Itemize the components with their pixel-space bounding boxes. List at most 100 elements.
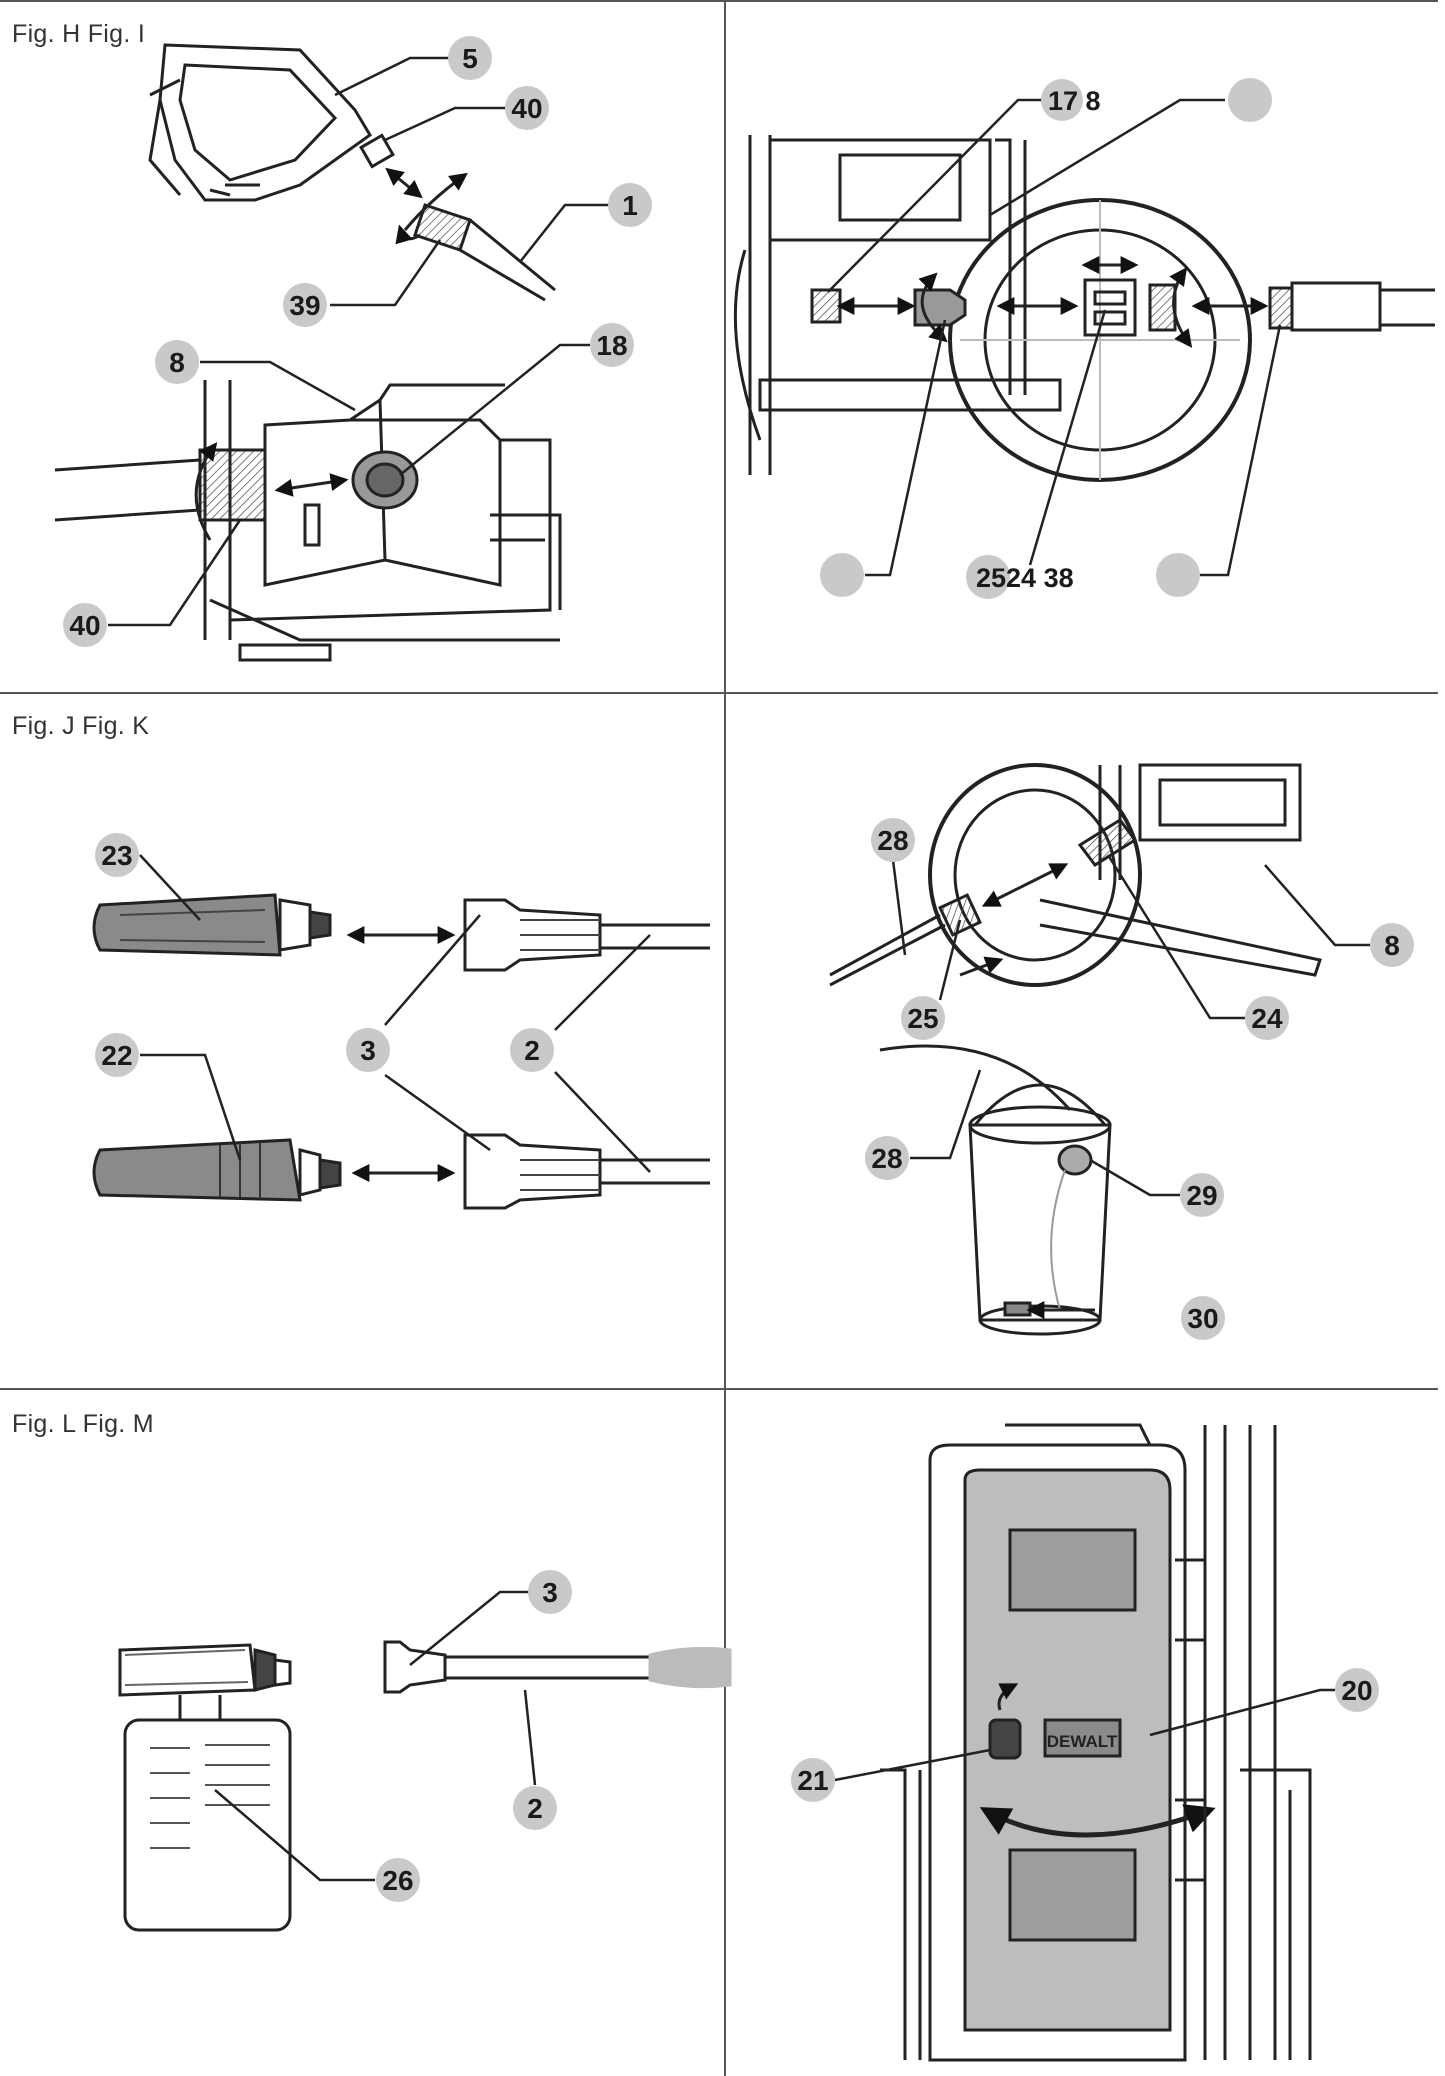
axle-bar (758, 378, 1062, 412)
svg-text:30: 30 (1187, 1303, 1218, 1334)
hose-thread-i (1268, 286, 1294, 330)
callout-h-1: 1 (519, 183, 652, 263)
callout-l-2: 2 (513, 1689, 557, 1830)
callout-i-25 (820, 319, 947, 597)
swing-arrow (979, 1804, 1216, 1838)
panel-window-bottom (1008, 1848, 1137, 1942)
fig-k-drawing (829, 763, 1322, 1336)
svg-text:3: 3 (360, 1035, 376, 1066)
callout-h-5: 5 (334, 36, 492, 97)
svg-text:8: 8 (169, 347, 185, 378)
svg-text:18: 18 (596, 330, 627, 361)
brand-badge (1043, 1718, 1122, 1758)
hose-coupler-i (1290, 281, 1382, 332)
fig-m-drawing (880, 1423, 1312, 2062)
svg-text:28: 28 (871, 1143, 902, 1174)
callout-i-8 (989, 78, 1272, 217)
callout-i-17: 17 8 (827, 79, 1101, 293)
drain-fitting-25 (938, 893, 982, 937)
hose-40 (54, 458, 202, 522)
foam-bottle-26 (123, 1718, 292, 1932)
callout-m-20: 20 (1149, 1668, 1379, 1737)
svg-text:40: 40 (69, 610, 100, 641)
machine-outer-frame (928, 1443, 1187, 2062)
svg-text:1: 1 (622, 190, 638, 221)
svg-text:5: 5 (462, 43, 478, 74)
drain-hose-28b (879, 1044, 1072, 1111)
callout-j-23: 23 (95, 833, 201, 921)
nozzle-22 (92, 1138, 302, 1202)
latch-21 (988, 1718, 1022, 1760)
horizontal-divider-top (0, 0, 1438, 2)
svg-text:2: 2 (527, 1793, 543, 1824)
frame-rail (748, 135, 772, 475)
callout-h-18: 18 (399, 323, 634, 476)
strainer-30 (1003, 1301, 1032, 1317)
panel-window-top (1008, 1528, 1137, 1612)
callout-l-3: 3 (409, 1570, 572, 1666)
callout-k-29: 29 (1089, 1158, 1224, 1217)
caption-fig-l-m: Fig. L Fig. M (12, 1410, 154, 1438)
lance-tube-l (445, 1655, 650, 1680)
callout-k-28b: 28 (865, 1069, 982, 1180)
callout-l-26: 26 (214, 1789, 420, 1902)
drain-hose-28 (829, 913, 946, 987)
lance-tube-bottom (600, 1158, 710, 1185)
horizontal-divider-1 (0, 692, 1438, 694)
pump-sight (303, 503, 321, 547)
svg-text:40: 40 (511, 93, 542, 124)
callout-i-1 (1156, 324, 1282, 597)
svg-text:2: 2 (524, 1035, 540, 1066)
fig-l-drawing (118, 1640, 732, 1932)
caption-fig-j-k: Fig. J Fig. K (12, 712, 150, 740)
valve-24 (1077, 817, 1138, 868)
callout-k-8: 8 (1264, 864, 1414, 967)
spray-gun-grip-opening (178, 63, 338, 182)
svg-text:39: 39 (289, 290, 320, 321)
wheel-k (928, 763, 1142, 987)
svg-text:3: 3 (542, 1577, 558, 1608)
lance-coupling-l (383, 1640, 447, 1694)
hose-coupling (198, 448, 267, 522)
lance-coupling-top (463, 898, 602, 972)
axle-k (1039, 898, 1322, 977)
nozzle-23 (92, 893, 282, 957)
callout-k-24: 24 (1106, 854, 1289, 1040)
callout-layer: 5 40 1 39 8 (63, 36, 1414, 1902)
callout-j-22: 22 (95, 1033, 242, 1161)
callout-k-25: 25 (901, 919, 962, 1040)
callout-h-8: 8 (155, 340, 356, 412)
callout-h-39: 39 (283, 239, 442, 327)
callout-h-40a: 40 (384, 86, 549, 142)
callout-h-40b: 40 (63, 519, 242, 647)
svg-text:23: 23 (101, 840, 132, 871)
brand-logo-text: DEWALT (1047, 1732, 1118, 1751)
vertical-divider (724, 0, 726, 2076)
bucket-handle (973, 1083, 1107, 1126)
callout-k-30: 30 (1181, 1296, 1225, 1340)
pump-housing-k (1138, 763, 1302, 842)
fig-h-drawing (54, 43, 562, 662)
svg-text:20: 20 (1341, 1675, 1372, 1706)
fig-i-drawing (733, 135, 1435, 482)
svg-text:25: 25 (907, 1003, 938, 1034)
connect-arrow (385, 167, 423, 199)
callout-k-28a: 28 (871, 818, 915, 956)
svg-text:8: 8 (1384, 930, 1400, 961)
gun-nut (359, 133, 395, 169)
caption-fig-h-i: Fig. H Fig. I (12, 20, 146, 48)
callout-i-24-38: 2524 38 (966, 309, 1107, 599)
fig-j-drawing (92, 893, 710, 1210)
svg-text:17 8: 17 8 (1048, 86, 1101, 116)
svg-text:28: 28 (877, 825, 908, 856)
svg-text:24: 24 (1251, 1003, 1283, 1034)
svg-text:29: 29 (1186, 1180, 1217, 1211)
svg-text:22: 22 (101, 1040, 132, 1071)
spray-gun-frame (158, 43, 372, 202)
svg-text:26: 26 (382, 1865, 413, 1896)
callout-j-2: 2 (510, 934, 651, 1173)
fitting-17 (810, 288, 842, 324)
filter-24 (1083, 278, 1137, 337)
